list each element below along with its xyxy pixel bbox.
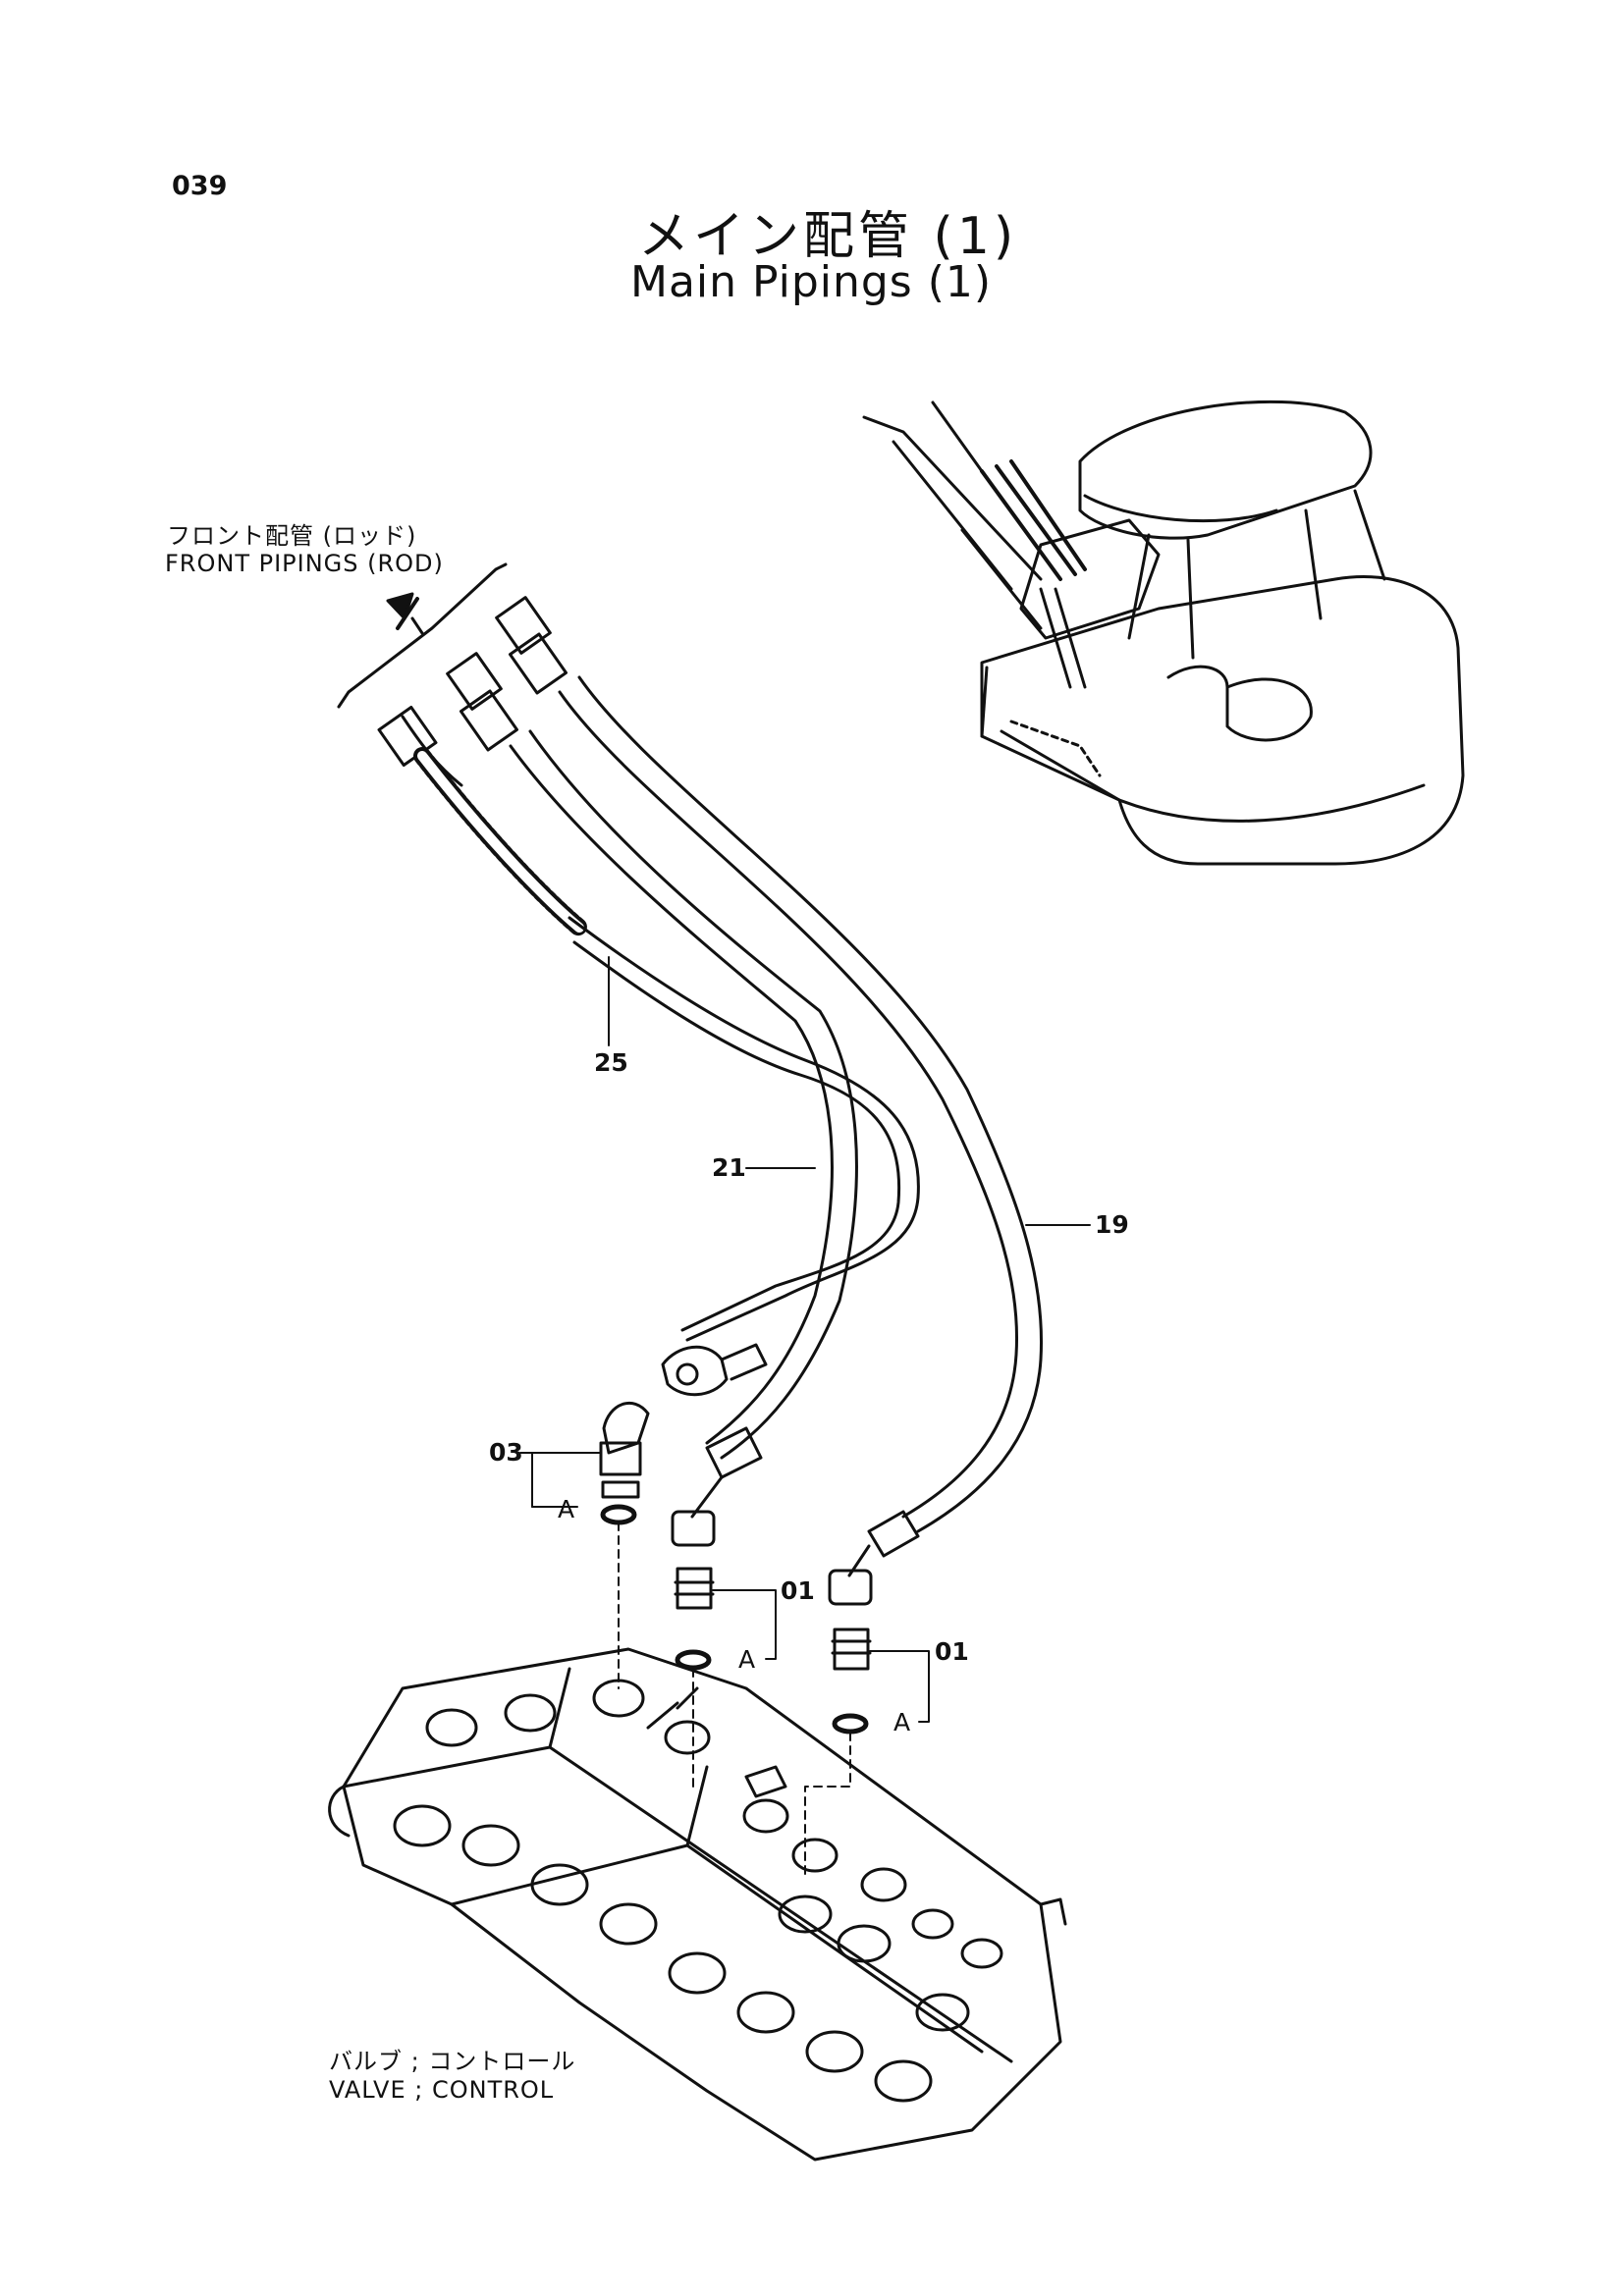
front-pipings-bracket (337, 562, 508, 709)
callout-a-right: A (893, 1708, 911, 1736)
control-valve-block (328, 1647, 1067, 2162)
front-pipings-label-jp: フロント配管 (ロッド) (167, 522, 417, 550)
title-japanese: メイン配管 (1) (638, 207, 1018, 266)
callout-a-middle: A (738, 1645, 756, 1674)
callout-25: 25 (594, 1048, 628, 1077)
callout-a-left: A (558, 1495, 575, 1523)
valve-control-label-jp: バルブ ; コントロール (329, 2048, 576, 2075)
callout-01-right: 01 (935, 1637, 969, 1666)
callout-01-left: 01 (781, 1576, 815, 1605)
leader-lines (519, 956, 1091, 1876)
hose-21 (446, 652, 858, 1460)
front-pipings-label-en: FRONT PIPINGS (ROD) (165, 550, 444, 577)
callout-03: 03 (489, 1438, 523, 1467)
title-english: Main Pipings (1) (630, 257, 993, 307)
callout-19: 19 (1095, 1210, 1129, 1239)
callout-21: 21 (712, 1153, 746, 1182)
valve-control-label-en: VALVE ; CONTROL (329, 2076, 555, 2104)
hose-25 (377, 706, 920, 1342)
page-number: 039 (172, 171, 228, 201)
hose-19 (495, 596, 1044, 1533)
excavator-overview (862, 400, 1465, 866)
fittings (599, 1343, 920, 1735)
